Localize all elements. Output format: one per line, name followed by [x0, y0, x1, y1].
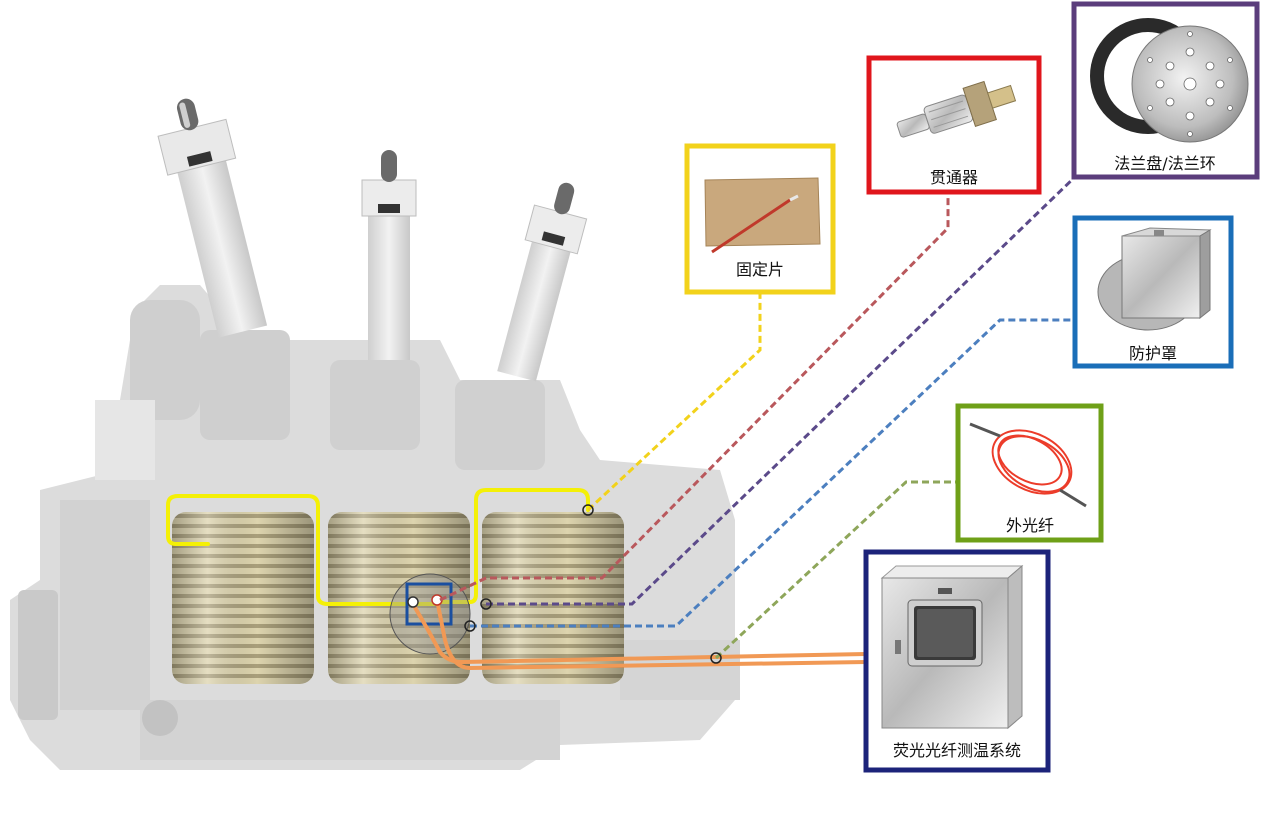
coil-left — [172, 512, 314, 684]
cabinet-icon — [880, 564, 1024, 730]
bushings — [157, 98, 588, 382]
feedthrough-icon — [896, 80, 1017, 138]
leader-fixing-sheet — [586, 294, 762, 512]
coil-right — [482, 512, 624, 684]
shield-icon — [1097, 227, 1212, 331]
frame-shield — [1072, 215, 1234, 369]
frame-outer-fiber — [955, 403, 1104, 543]
flange-icon — [1090, 18, 1249, 143]
fixing-sheet-icon — [704, 177, 821, 254]
frame-system — [863, 549, 1051, 773]
leader-feedthrough — [439, 190, 950, 602]
leader-outer-fiber — [714, 480, 958, 660]
leader-shield — [470, 318, 1072, 628]
center-junction — [389, 573, 471, 655]
inner-fiber-loops — [166, 488, 590, 606]
fiber-endpoints — [407, 594, 443, 608]
frame-flange — [1071, 1, 1260, 180]
leader-nodes — [464, 504, 722, 664]
leader-lines — [439, 174, 1078, 660]
leader-flange — [486, 174, 1078, 606]
frame-fixing-sheet — [684, 143, 836, 295]
frame-feedthrough — [866, 55, 1042, 195]
fiber-coil-icon — [969, 422, 1087, 508]
